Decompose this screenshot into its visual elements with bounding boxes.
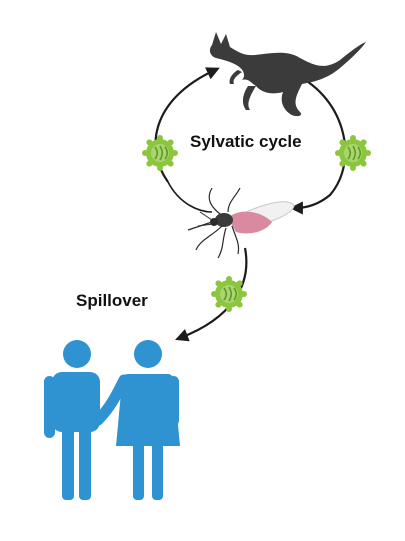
male-person-icon (44, 340, 100, 500)
virus-icon (334, 134, 372, 172)
spillover-label: Spillover (76, 291, 148, 310)
sylvatic-cycle-label: Sylvatic cycle (190, 132, 302, 151)
mosquito-icon (187, 187, 295, 259)
female-person-icon (92, 340, 180, 500)
virus-icon (210, 275, 248, 313)
kangaroo-icon (209, 32, 366, 117)
virus-icon (141, 134, 179, 172)
